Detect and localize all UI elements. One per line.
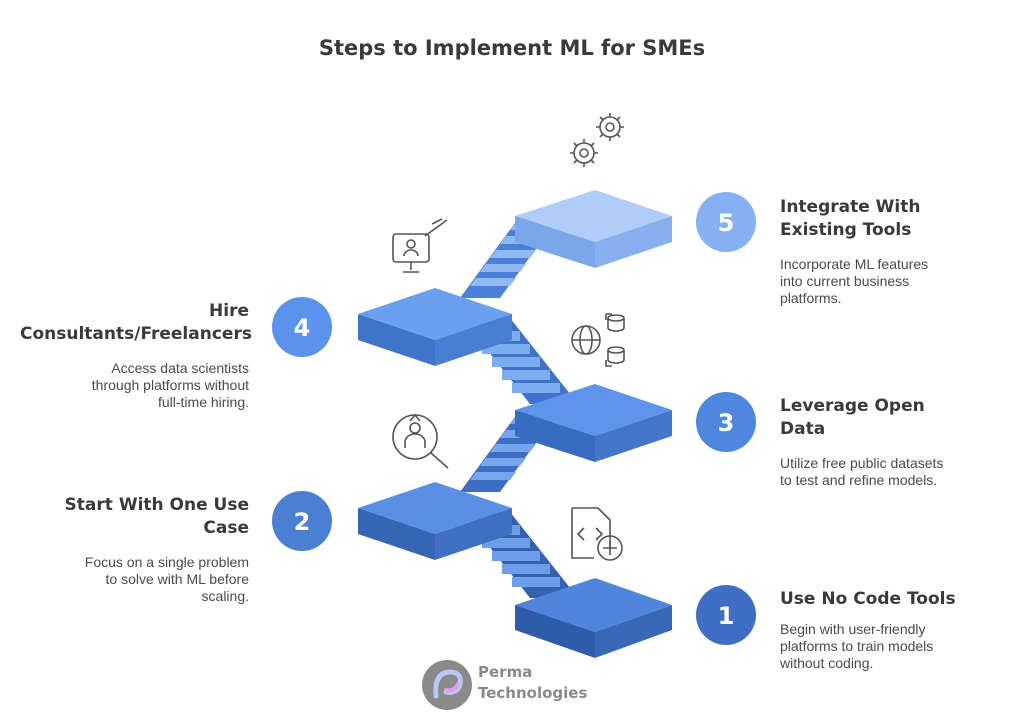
search-person-icon	[392, 413, 449, 469]
globe-database-icon	[571, 313, 625, 367]
platform-1	[515, 578, 672, 658]
step-2: Start With One Use Case Focus on a singl…	[20, 494, 249, 605]
gears-icon	[570, 113, 624, 167]
platform-4	[358, 288, 512, 366]
svg-text:1: 1	[718, 602, 735, 630]
step-2-title: Start With One Use Case	[64, 495, 249, 538]
step-2-description: Focus on a single problem to solve with …	[84, 554, 249, 604]
svg-text:2: 2	[294, 508, 311, 536]
step-number-circle-3: 3	[696, 392, 756, 452]
platform-5	[515, 190, 672, 268]
step-5: Integrate With Existing Tools Incorporat…	[780, 196, 1010, 307]
step-number-circle-1: 1	[696, 585, 756, 645]
step-3-description: Utilize free public datasets to test and…	[780, 455, 944, 488]
svg-text:3: 3	[718, 409, 735, 437]
svg-text:5: 5	[718, 209, 735, 237]
step-1: Use No Code Tools Begin with user-friend…	[780, 588, 1010, 672]
step-5-title: Integrate With Existing Tools	[780, 197, 921, 240]
step-4-description: Access data scientists through platforms…	[91, 360, 249, 410]
step-3-title: Leverage Open Data	[780, 396, 925, 439]
platform-3	[515, 384, 672, 462]
step-number-circle-5: 5	[696, 192, 756, 252]
brand-name: Perma Technologies	[478, 663, 588, 702]
step-1-description: Begin with user-friendly platforms to tr…	[780, 621, 934, 671]
step-4-title: Hire Consultants/Freelancers	[20, 301, 252, 344]
monitor-person-icon	[392, 218, 448, 273]
code-file-plus-icon	[571, 507, 623, 561]
step-number-circle-2: 2	[272, 491, 332, 551]
svg-text:4: 4	[294, 314, 311, 342]
platform-2	[358, 482, 512, 560]
step-3: Leverage Open Data Utilize free public d…	[780, 395, 1010, 489]
step-4: Hire Consultants/Freelancers Access data…	[20, 300, 252, 411]
step-5-description: Incorporate ML features into current bus…	[780, 256, 929, 306]
perma-logo	[422, 660, 472, 710]
step-number-circle-4: 4	[272, 297, 332, 357]
step-1-title: Use No Code Tools	[780, 589, 956, 609]
page-title: Steps to Implement ML for SMEs	[318, 36, 706, 60]
